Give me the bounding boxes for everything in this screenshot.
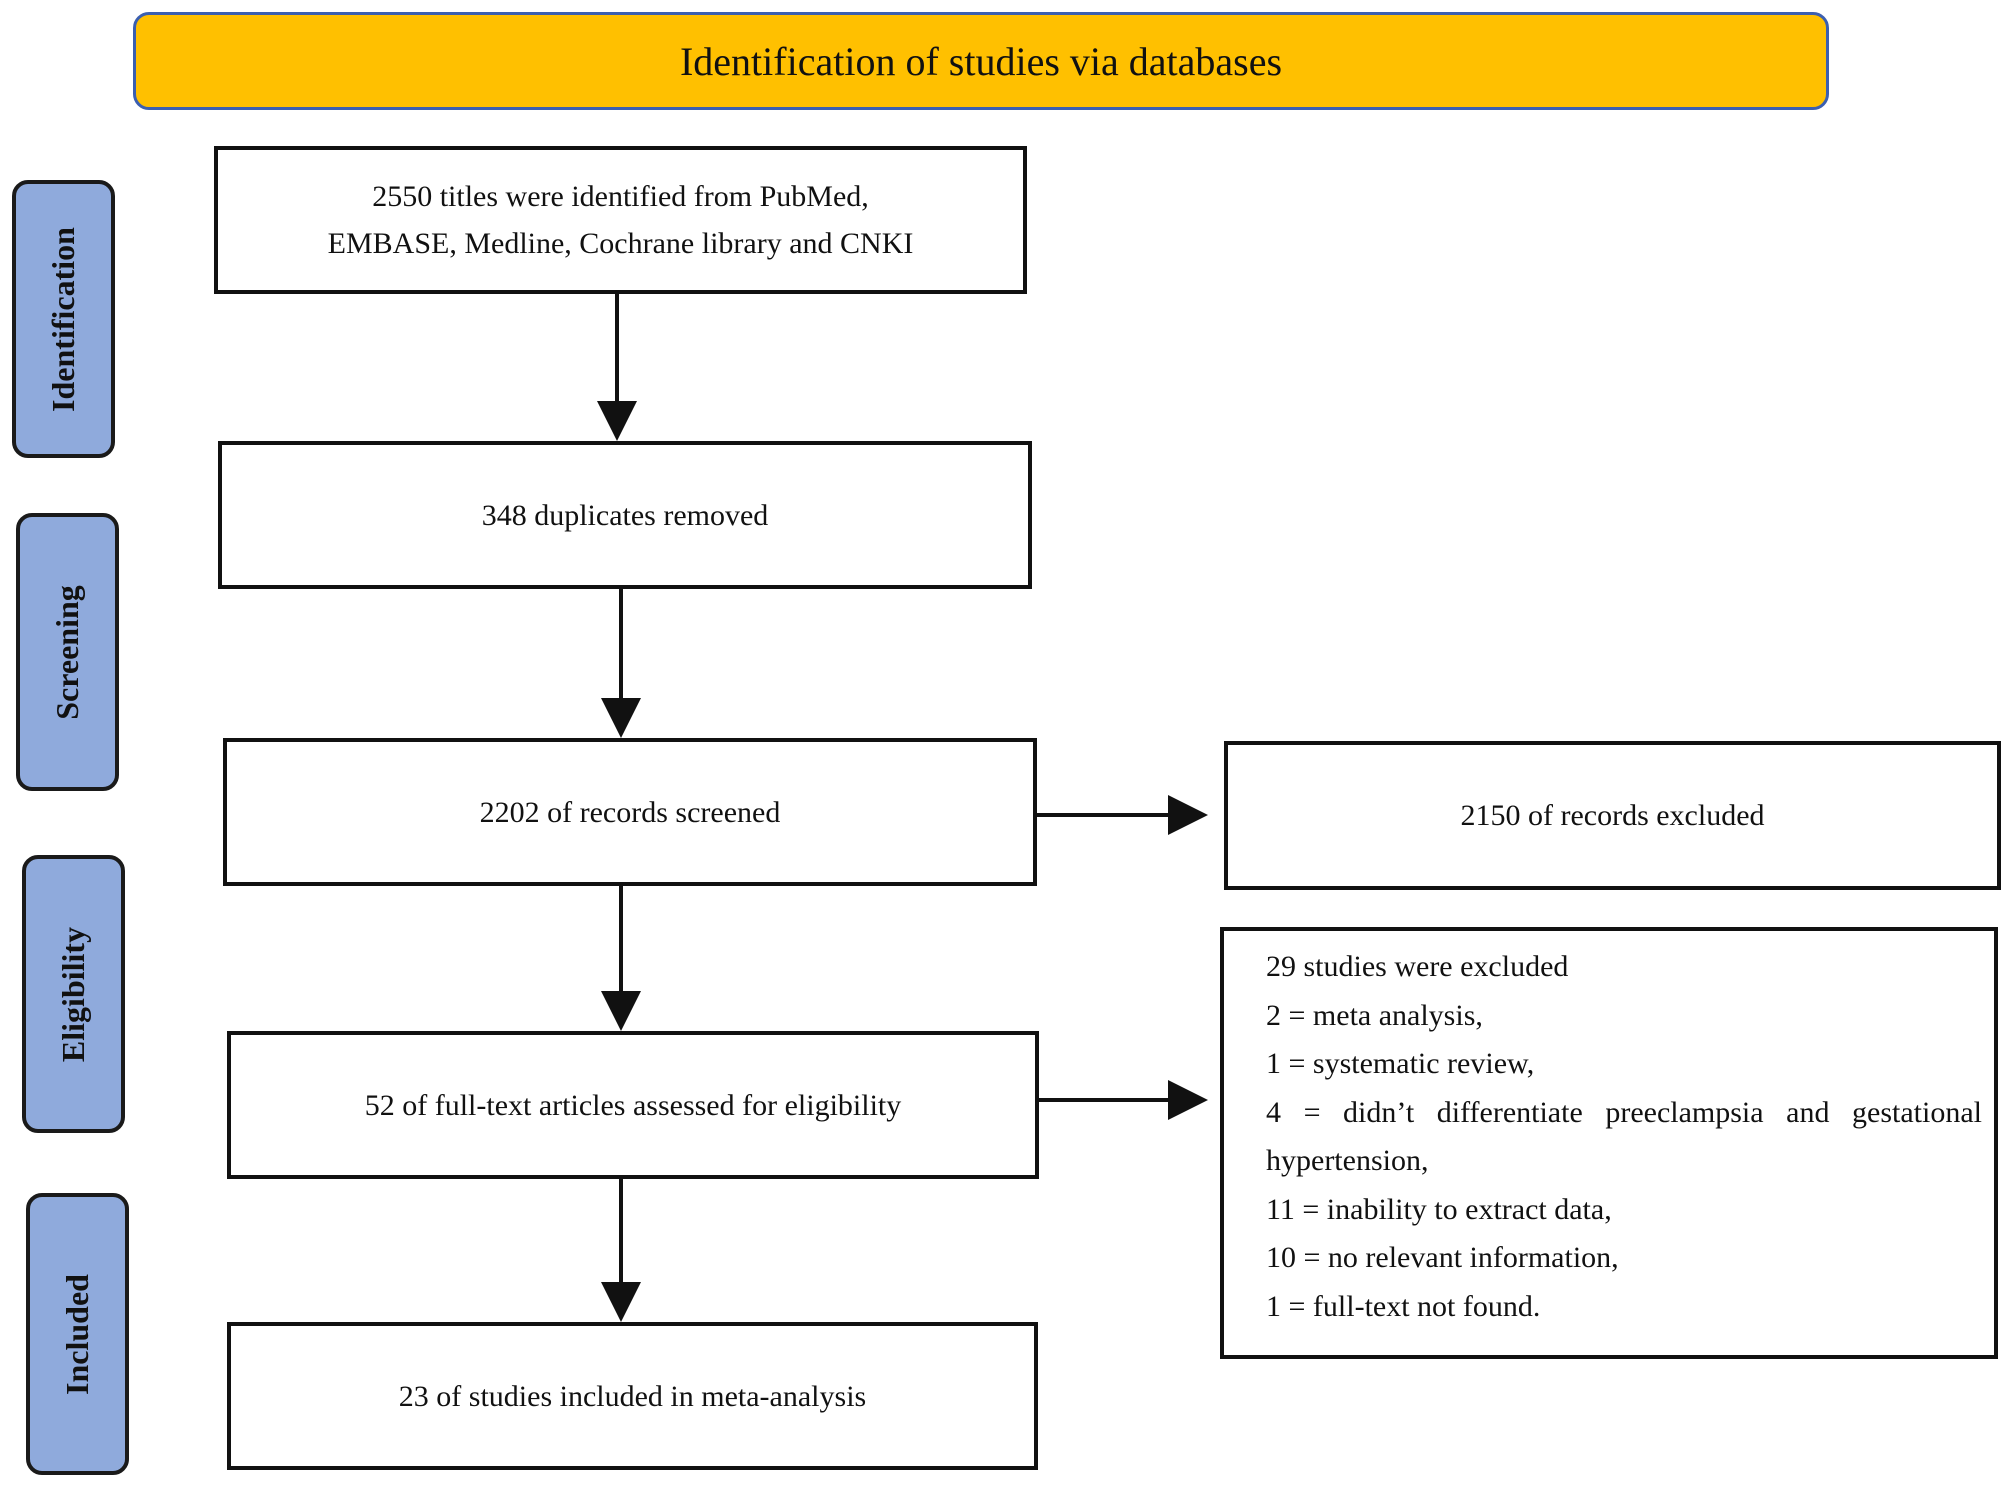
identified-line-2: EMBASE, Medline, Cochrane library and CN… xyxy=(327,227,914,260)
excluded-heading: 29 studies were excluded xyxy=(1266,950,1569,983)
identified-records-box: 2550 titles were identified from PubMed,… xyxy=(214,146,1027,294)
records-excluded-text: 2150 of records excluded xyxy=(1460,799,1765,832)
exclusion-reason: 11 = inability to extract data, xyxy=(1266,1192,1612,1226)
identified-line-1: 2550 titles were identified from PubMed, xyxy=(372,180,869,213)
exclusion-reason: 1 = full-text not found. xyxy=(1266,1289,1541,1323)
duplicates-removed-box: 348 duplicates removed xyxy=(218,441,1032,589)
records-screened-box: 2202 of records screened xyxy=(223,738,1037,886)
studies-excluded-box: 29 studies were excluded 2 = meta analys… xyxy=(1220,927,1998,1359)
stage-eligibility: Eligibility xyxy=(22,855,125,1133)
diagram-title-banner: Identification of studies via databases xyxy=(133,12,1829,110)
stage-screening: Screening xyxy=(16,513,119,791)
assessed-text: 52 of full-text articles assessed for el… xyxy=(364,1088,902,1122)
exclusion-reason: 2 = meta analysis, xyxy=(1266,998,1483,1032)
screened-text: 2202 of records screened xyxy=(479,795,781,829)
exclusion-reason: 10 = no relevant information, xyxy=(1266,1241,1619,1274)
stage-included: Included xyxy=(26,1193,129,1475)
duplicates-text: 348 duplicates removed xyxy=(481,498,769,532)
full-text-assessed-box: 52 of full-text articles assessed for el… xyxy=(227,1031,1039,1179)
exclusion-reason: 1 = systematic review, xyxy=(1266,1047,1535,1080)
records-excluded-box: 2150 of records excluded xyxy=(1224,741,2001,890)
studies-included-box: 23 of studies included in meta-analysis xyxy=(227,1322,1038,1470)
stage-identification: Identification xyxy=(12,180,115,458)
exclusion-reason: 4 = didn’t differentiate preeclampsia an… xyxy=(1266,1095,1982,1178)
included-text: 23 of studies included in meta-analysis xyxy=(398,1379,867,1413)
